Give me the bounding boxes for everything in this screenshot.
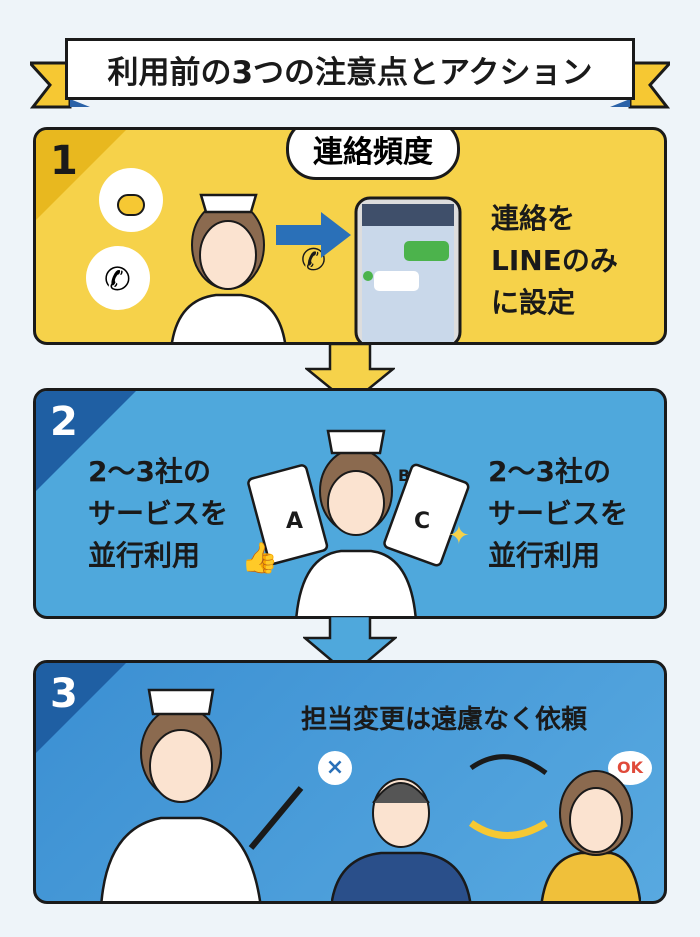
- corner-accent: [36, 391, 136, 491]
- step-2-panel: 2 2～3社の サービスを 並行利用 2～3社の サービスを 並行利用 A B …: [33, 388, 667, 619]
- badge-ok: OK: [608, 751, 652, 785]
- thumbs-up-icon: 👍: [241, 541, 279, 576]
- alarm-light-icon: [99, 168, 163, 232]
- step-1-text: 連絡を LINEのみ に設定: [491, 198, 618, 324]
- svg-text:✆: ✆: [104, 260, 131, 298]
- step-3-heading: 担当変更は遠慮なく依頼: [301, 705, 588, 735]
- step-number: 3: [50, 671, 78, 717]
- badge-x: ×: [318, 751, 352, 785]
- sparkle-icon: ✦: [448, 521, 470, 551]
- step-number: 1: [50, 138, 78, 184]
- swap-arrows-icon: [468, 754, 548, 839]
- page-title: 利用前の3つの注意点とアクション: [65, 38, 635, 100]
- down-arrow-blue: [303, 616, 397, 678]
- phone-ringing-icon: ✆: [86, 246, 150, 310]
- worried-nurse-illustration: ✆ ✆: [86, 168, 326, 342]
- step-3-panel: 3 担当変更は遠慮なく依頼 × OK: [33, 660, 667, 904]
- step-2-left-text: 2～3社の サービスを 並行利用: [88, 451, 228, 577]
- smartphone-chat-icon: [354, 196, 462, 342]
- happy-nurse-illustration: [247, 429, 470, 616]
- service-card-b: B: [398, 466, 411, 485]
- pointing-nurse-illustration: [100, 688, 304, 901]
- text-line: 並行利用: [88, 539, 201, 572]
- service-card-c: C: [414, 509, 431, 534]
- text-line: サービスを: [88, 497, 229, 530]
- arrow-right-icon: [276, 212, 351, 258]
- ribbon-tails: [30, 61, 670, 109]
- text-line: 連絡を: [491, 202, 576, 235]
- text-line: 2～3社の: [88, 455, 211, 488]
- down-arrow-yellow: [305, 344, 395, 406]
- step-number: 2: [50, 399, 78, 445]
- staff-change-illustration: [331, 754, 641, 901]
- corner-accent: [36, 663, 126, 753]
- text-line: サービスを: [488, 497, 629, 530]
- text-line: LINEのみ: [491, 244, 618, 277]
- service-card-a: A: [286, 509, 304, 534]
- text-line: に設定: [491, 286, 576, 319]
- pointing-hand-icon: [248, 786, 304, 850]
- text-line: 2～3社の: [488, 455, 611, 488]
- step-2-right-text: 2～3社の サービスを 並行利用: [488, 451, 628, 577]
- text-line: 並行利用: [488, 539, 601, 572]
- step-1-panel: 1 ✆ ✆ 連絡頻度 連絡を LINEのみ に設定: [33, 127, 667, 345]
- speech-bubble-contact-frequency: 連絡頻度: [286, 130, 460, 180]
